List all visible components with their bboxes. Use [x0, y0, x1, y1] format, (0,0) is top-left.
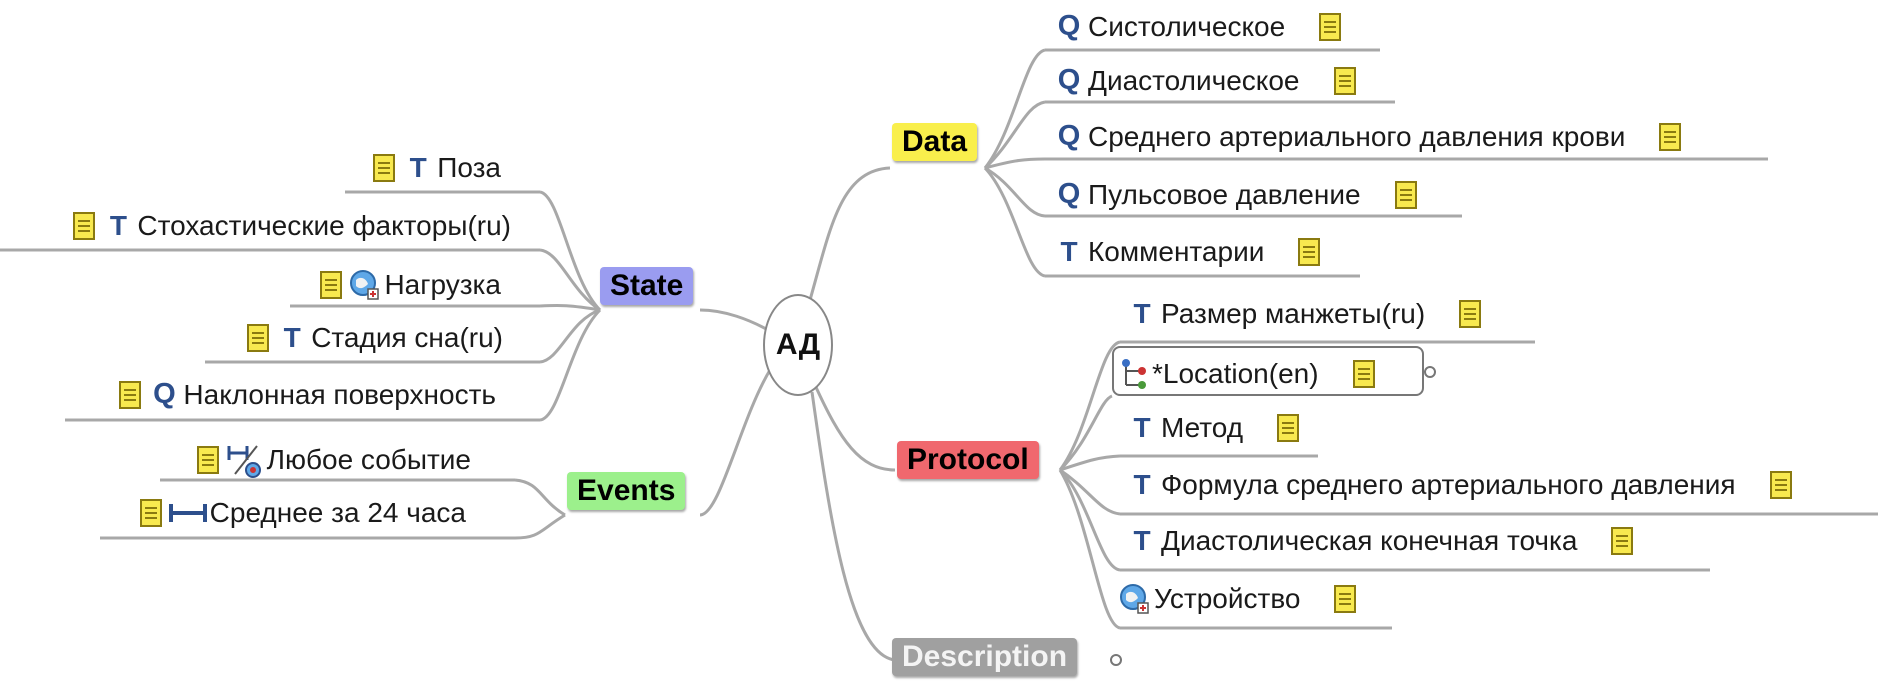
branch-data-label: Data	[902, 125, 968, 158]
branch-events[interactable]: Events	[567, 472, 686, 510]
leaf-label: Любое событие	[266, 444, 471, 475]
event-icon	[227, 445, 261, 478]
leaf-24h-average[interactable]: Среднее за 24 часа	[134, 499, 468, 527]
branch-description[interactable]: Description	[892, 638, 1078, 676]
leaf-diastolic-endpoint[interactable]: T Диастолическая конечная точка	[1125, 527, 1639, 555]
note-icon[interactable]	[373, 154, 396, 182]
leaf-sleep-stage[interactable]: T Стадия сна(ru)	[241, 324, 505, 352]
leaf-label: Пульсовое давление	[1088, 178, 1361, 210]
text-icon: T	[1133, 298, 1151, 329]
note-icon[interactable]	[1459, 300, 1482, 328]
leaf-label: Наклонная поверхность	[183, 378, 496, 410]
leaf-method[interactable]: T Метод	[1125, 414, 1305, 442]
quantity-icon: Q	[1057, 10, 1081, 42]
note-icon[interactable]	[1298, 238, 1321, 266]
leaf-load[interactable]: Нагрузка	[314, 268, 503, 302]
leaf-tilt-surface[interactable]: Q Наклонная поверхность	[113, 380, 498, 409]
leaf-label: Диастолическая конечная точка	[1161, 525, 1578, 556]
location-expand-knob[interactable]	[1424, 366, 1436, 378]
note-icon[interactable]	[1659, 122, 1682, 151]
leaf-cuff-size[interactable]: T Размер манжеты(ru)	[1125, 300, 1487, 328]
note-icon[interactable]	[1769, 471, 1792, 499]
leaf-label: Метод	[1161, 412, 1244, 443]
branch-state-label: State	[610, 269, 684, 302]
branch-events-label: Events	[577, 474, 676, 507]
branch-protocol[interactable]: Protocol	[897, 441, 1039, 479]
text-icon: T	[1133, 412, 1151, 443]
branch-description-label: Description	[902, 640, 1068, 673]
leaf-location[interactable]: *Location(en)	[1118, 357, 1381, 391]
leaf-comments[interactable]: T Комментарии	[1052, 238, 1326, 266]
central-topic-label: АД	[775, 328, 821, 361]
leaf-label: Среднего артериального давления крови	[1088, 120, 1626, 152]
leaf-posture[interactable]: T Поза	[367, 154, 503, 182]
interval-icon	[168, 504, 207, 522]
leaf-label: Систолическое	[1088, 10, 1286, 42]
tree-icon	[1122, 359, 1146, 389]
note-icon[interactable]	[73, 212, 96, 240]
branch-state[interactable]: State	[600, 267, 694, 305]
note-icon[interactable]	[1352, 360, 1375, 388]
note-icon[interactable]	[1333, 66, 1356, 95]
quantity-icon: Q	[1057, 120, 1081, 152]
note-icon[interactable]	[247, 324, 270, 352]
leaf-label: Устройство	[1154, 583, 1301, 614]
text-icon: T	[109, 210, 127, 241]
leaf-stochastic[interactable]: T Стохастические факторы(ru)	[67, 212, 513, 240]
leaf-pulse-pressure[interactable]: Q Пульсовое давление	[1052, 180, 1423, 209]
leaf-label: *Location(en)	[1152, 358, 1319, 389]
leaf-any-event[interactable]: Любое событие	[191, 440, 473, 480]
leaf-diastolic[interactable]: Q Диастолическое	[1052, 66, 1362, 95]
text-icon: T	[283, 322, 301, 353]
leaf-label: Комментарии	[1088, 236, 1265, 267]
text-icon: T	[1133, 469, 1151, 500]
note-icon[interactable]	[196, 446, 219, 474]
leaf-systolic[interactable]: Q Систолическое	[1052, 12, 1347, 41]
location-selected-frame	[1112, 346, 1424, 396]
leaf-label: Диастолическое	[1088, 64, 1300, 96]
quantity-icon: Q	[1057, 178, 1081, 210]
leaf-label: Поза	[437, 152, 501, 183]
leaf-label: Размер манжеты(ru)	[1161, 298, 1426, 329]
text-icon: T	[409, 152, 427, 183]
leaf-label: Стадия сна(ru)	[311, 322, 503, 353]
leaf-label: Среднее за 24 часа	[209, 497, 466, 528]
leaf-mean-arterial[interactable]: Q Среднего артериального давления крови	[1052, 122, 1687, 151]
description-expand-knob[interactable]	[1110, 654, 1122, 666]
text-icon: T	[1133, 525, 1151, 556]
leaf-map-formula[interactable]: T Формула среднего артериального давлени…	[1125, 471, 1798, 499]
quantity-icon: Q	[1057, 64, 1081, 96]
leaf-label: Нагрузка	[384, 269, 501, 300]
central-topic[interactable]: АД	[763, 294, 833, 396]
branch-data[interactable]: Data	[892, 123, 978, 161]
note-icon[interactable]	[1319, 12, 1342, 41]
branch-protocol-label: Protocol	[907, 443, 1029, 476]
note-icon[interactable]	[1334, 585, 1357, 613]
note-icon[interactable]	[1394, 180, 1417, 209]
globe-icon	[1120, 584, 1149, 614]
text-icon: T	[1060, 236, 1078, 267]
note-icon[interactable]	[139, 499, 162, 527]
globe-icon	[350, 270, 380, 300]
leaf-device[interactable]: Устройство	[1118, 582, 1362, 616]
note-icon[interactable]	[1611, 527, 1634, 555]
quantity-icon: Q	[153, 378, 176, 410]
leaf-label: Формула среднего артериального давления	[1161, 469, 1736, 500]
note-icon[interactable]	[1277, 414, 1300, 442]
note-icon[interactable]	[320, 271, 343, 299]
note-icon[interactable]	[119, 380, 142, 409]
leaf-label: Стохастические факторы(ru)	[137, 210, 511, 241]
